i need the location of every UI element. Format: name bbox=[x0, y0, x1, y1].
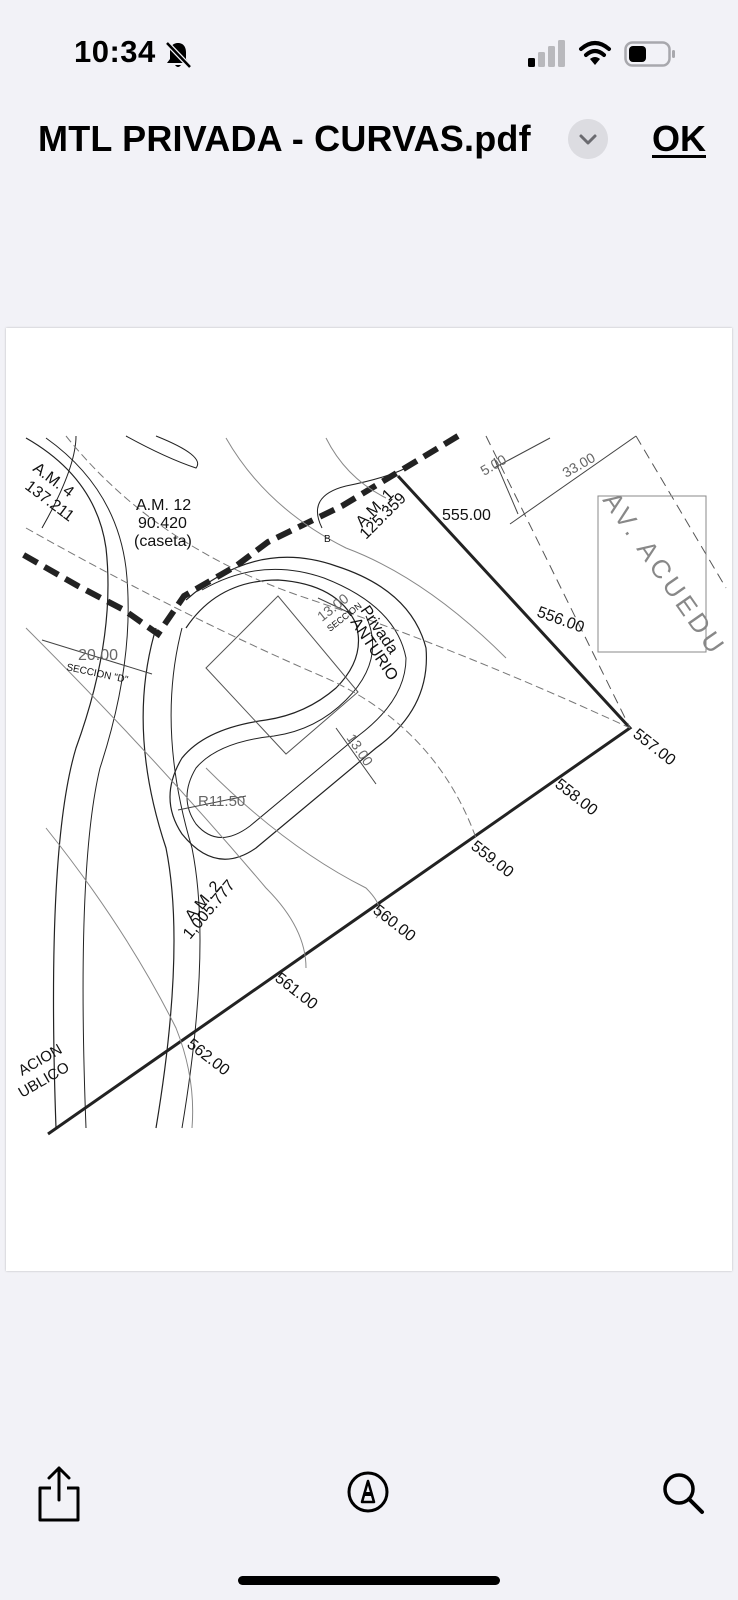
wifi-icon bbox=[579, 41, 611, 65]
contour-label: 555.00 bbox=[442, 507, 491, 524]
document-title[interactable]: MTL PRIVADA - CURVAS.pdf bbox=[38, 118, 531, 159]
bottom-toolbar bbox=[0, 1440, 738, 1550]
cellular-signal-icon bbox=[528, 40, 565, 67]
label-section-d-width: 20.00 bbox=[78, 647, 118, 664]
label-am12-note: (caseta) bbox=[134, 533, 192, 550]
dashed-boundary bbox=[20, 433, 460, 639]
nav-bar: MTL PRIVADA - CURVAS.pdf OK bbox=[0, 100, 738, 190]
label-am12-area: 90.420 bbox=[138, 515, 187, 532]
label-radius: R11.50 bbox=[198, 793, 245, 810]
contour-label: 559.00 bbox=[468, 838, 517, 882]
chevron-down-icon[interactable] bbox=[568, 119, 608, 159]
contour-label: 557.00 bbox=[630, 726, 679, 770]
label-b-mark: B bbox=[324, 534, 331, 545]
label-dim-5: 5.00 bbox=[478, 451, 510, 479]
home-indicator[interactable] bbox=[238, 1576, 500, 1585]
status-bar: 10:34 bbox=[0, 0, 738, 100]
contour-label: 561.00 bbox=[272, 970, 321, 1014]
bell-slash-icon bbox=[165, 41, 192, 69]
battery-icon bbox=[624, 41, 675, 67]
label-section-d: SECCION "D" bbox=[65, 662, 129, 686]
label-section-width-2: 13.00 bbox=[344, 731, 377, 769]
contour-label: 558.00 bbox=[552, 776, 601, 820]
done-button[interactable]: OK bbox=[652, 118, 706, 159]
property-boundary bbox=[47, 474, 633, 1136]
label-avenue: AV. ACUEDU bbox=[597, 486, 732, 661]
markup-icon[interactable] bbox=[346, 1470, 390, 1514]
status-time: 10:34 bbox=[74, 34, 156, 69]
label-am12-name: A.M. 12 bbox=[136, 497, 191, 514]
contour-label: 560.00 bbox=[370, 902, 419, 946]
search-icon[interactable] bbox=[660, 1470, 706, 1516]
share-icon[interactable] bbox=[34, 1464, 84, 1524]
site-plan-drawing: A.M. 4 137.211 A.M. 12 90.420 (caseta) A… bbox=[16, 433, 732, 1136]
pdf-page[interactable]: A.M. 4 137.211 A.M. 12 90.420 (caseta) A… bbox=[6, 328, 732, 1271]
contour-label: 562.00 bbox=[184, 1036, 233, 1080]
